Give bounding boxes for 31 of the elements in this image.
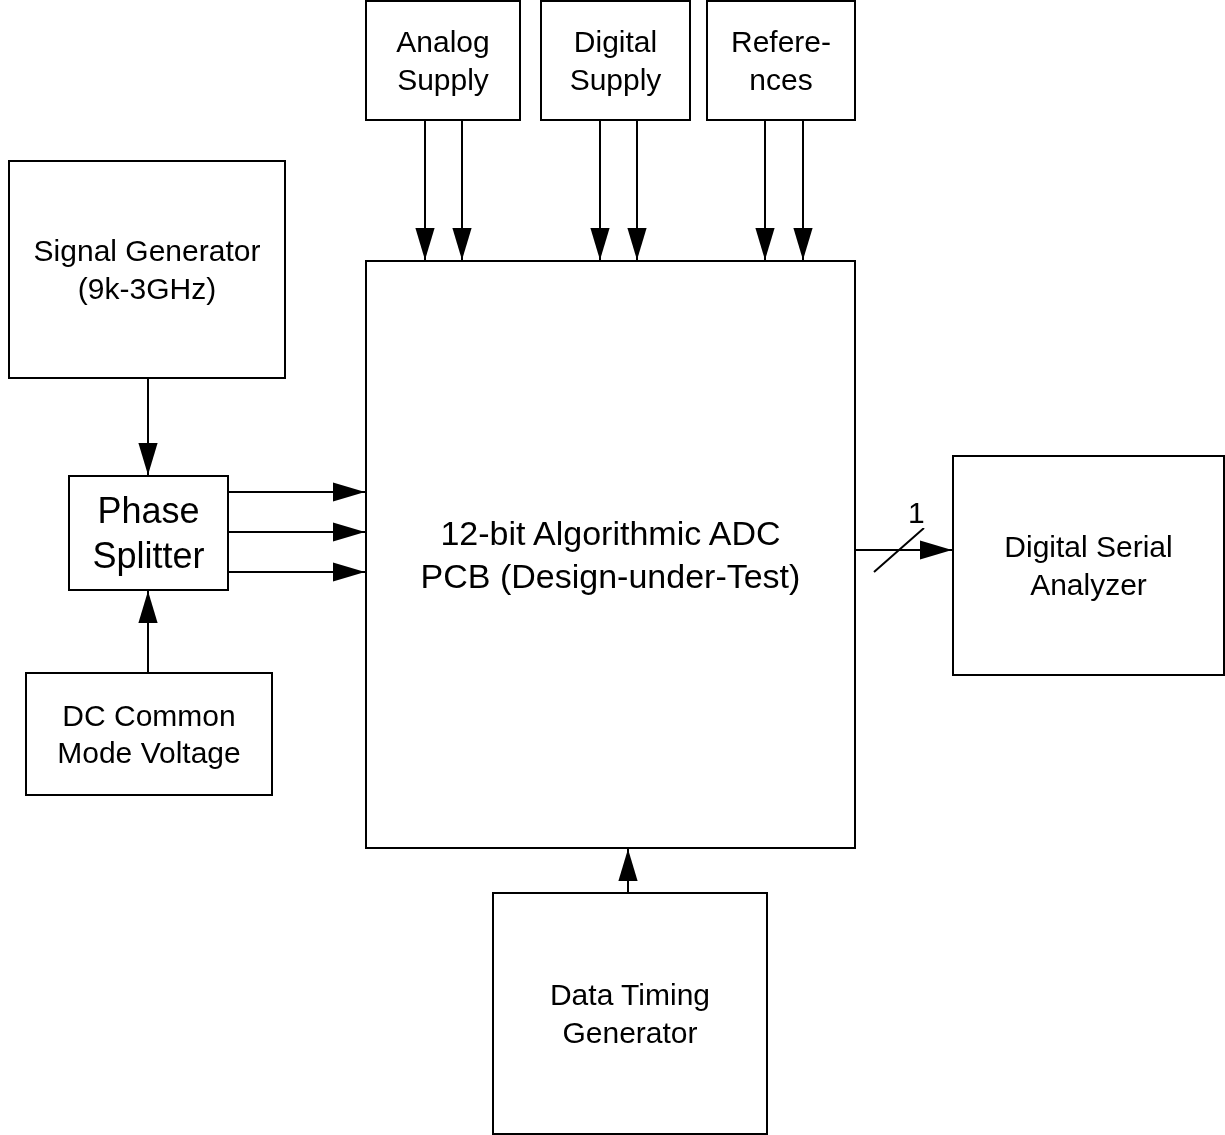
block-box bbox=[540, 0, 691, 121]
arrow bbox=[627, 120, 647, 261]
block-box bbox=[365, 260, 856, 849]
block-box bbox=[952, 455, 1225, 676]
block-label: Analog Supply bbox=[395, 24, 491, 98]
arrow bbox=[138, 378, 158, 476]
arrow bbox=[452, 120, 472, 261]
block-box bbox=[8, 160, 286, 379]
arrow bbox=[590, 120, 610, 261]
arrow bbox=[228, 522, 366, 542]
arrow bbox=[755, 120, 775, 261]
block-box bbox=[706, 0, 856, 121]
block-label: Digital Serial Analyzer bbox=[1003, 529, 1174, 603]
block-label: DC Common Mode Voltage bbox=[56, 697, 242, 771]
arrow bbox=[855, 527, 953, 573]
block-label: Phase Splitter bbox=[91, 489, 206, 578]
arrow bbox=[415, 120, 435, 261]
block-box bbox=[365, 0, 521, 121]
arrow bbox=[793, 120, 813, 261]
block-label: Refere- nces bbox=[731, 24, 831, 98]
arrow bbox=[138, 590, 158, 673]
arrow bbox=[618, 848, 638, 893]
block-label: Digital Supply bbox=[568, 24, 663, 98]
block-box bbox=[68, 475, 229, 591]
block-box bbox=[25, 672, 273, 796]
block-label: 12-bit Algorithmic ADC PCB (Design-under-Test) bbox=[419, 513, 802, 597]
arrow bbox=[228, 482, 366, 502]
block-label: Signal Generator (9k-3GHz) bbox=[32, 233, 262, 307]
block-box bbox=[492, 892, 768, 1135]
block-label: Data Timing Generator bbox=[548, 977, 712, 1051]
arrow bbox=[228, 562, 366, 582]
